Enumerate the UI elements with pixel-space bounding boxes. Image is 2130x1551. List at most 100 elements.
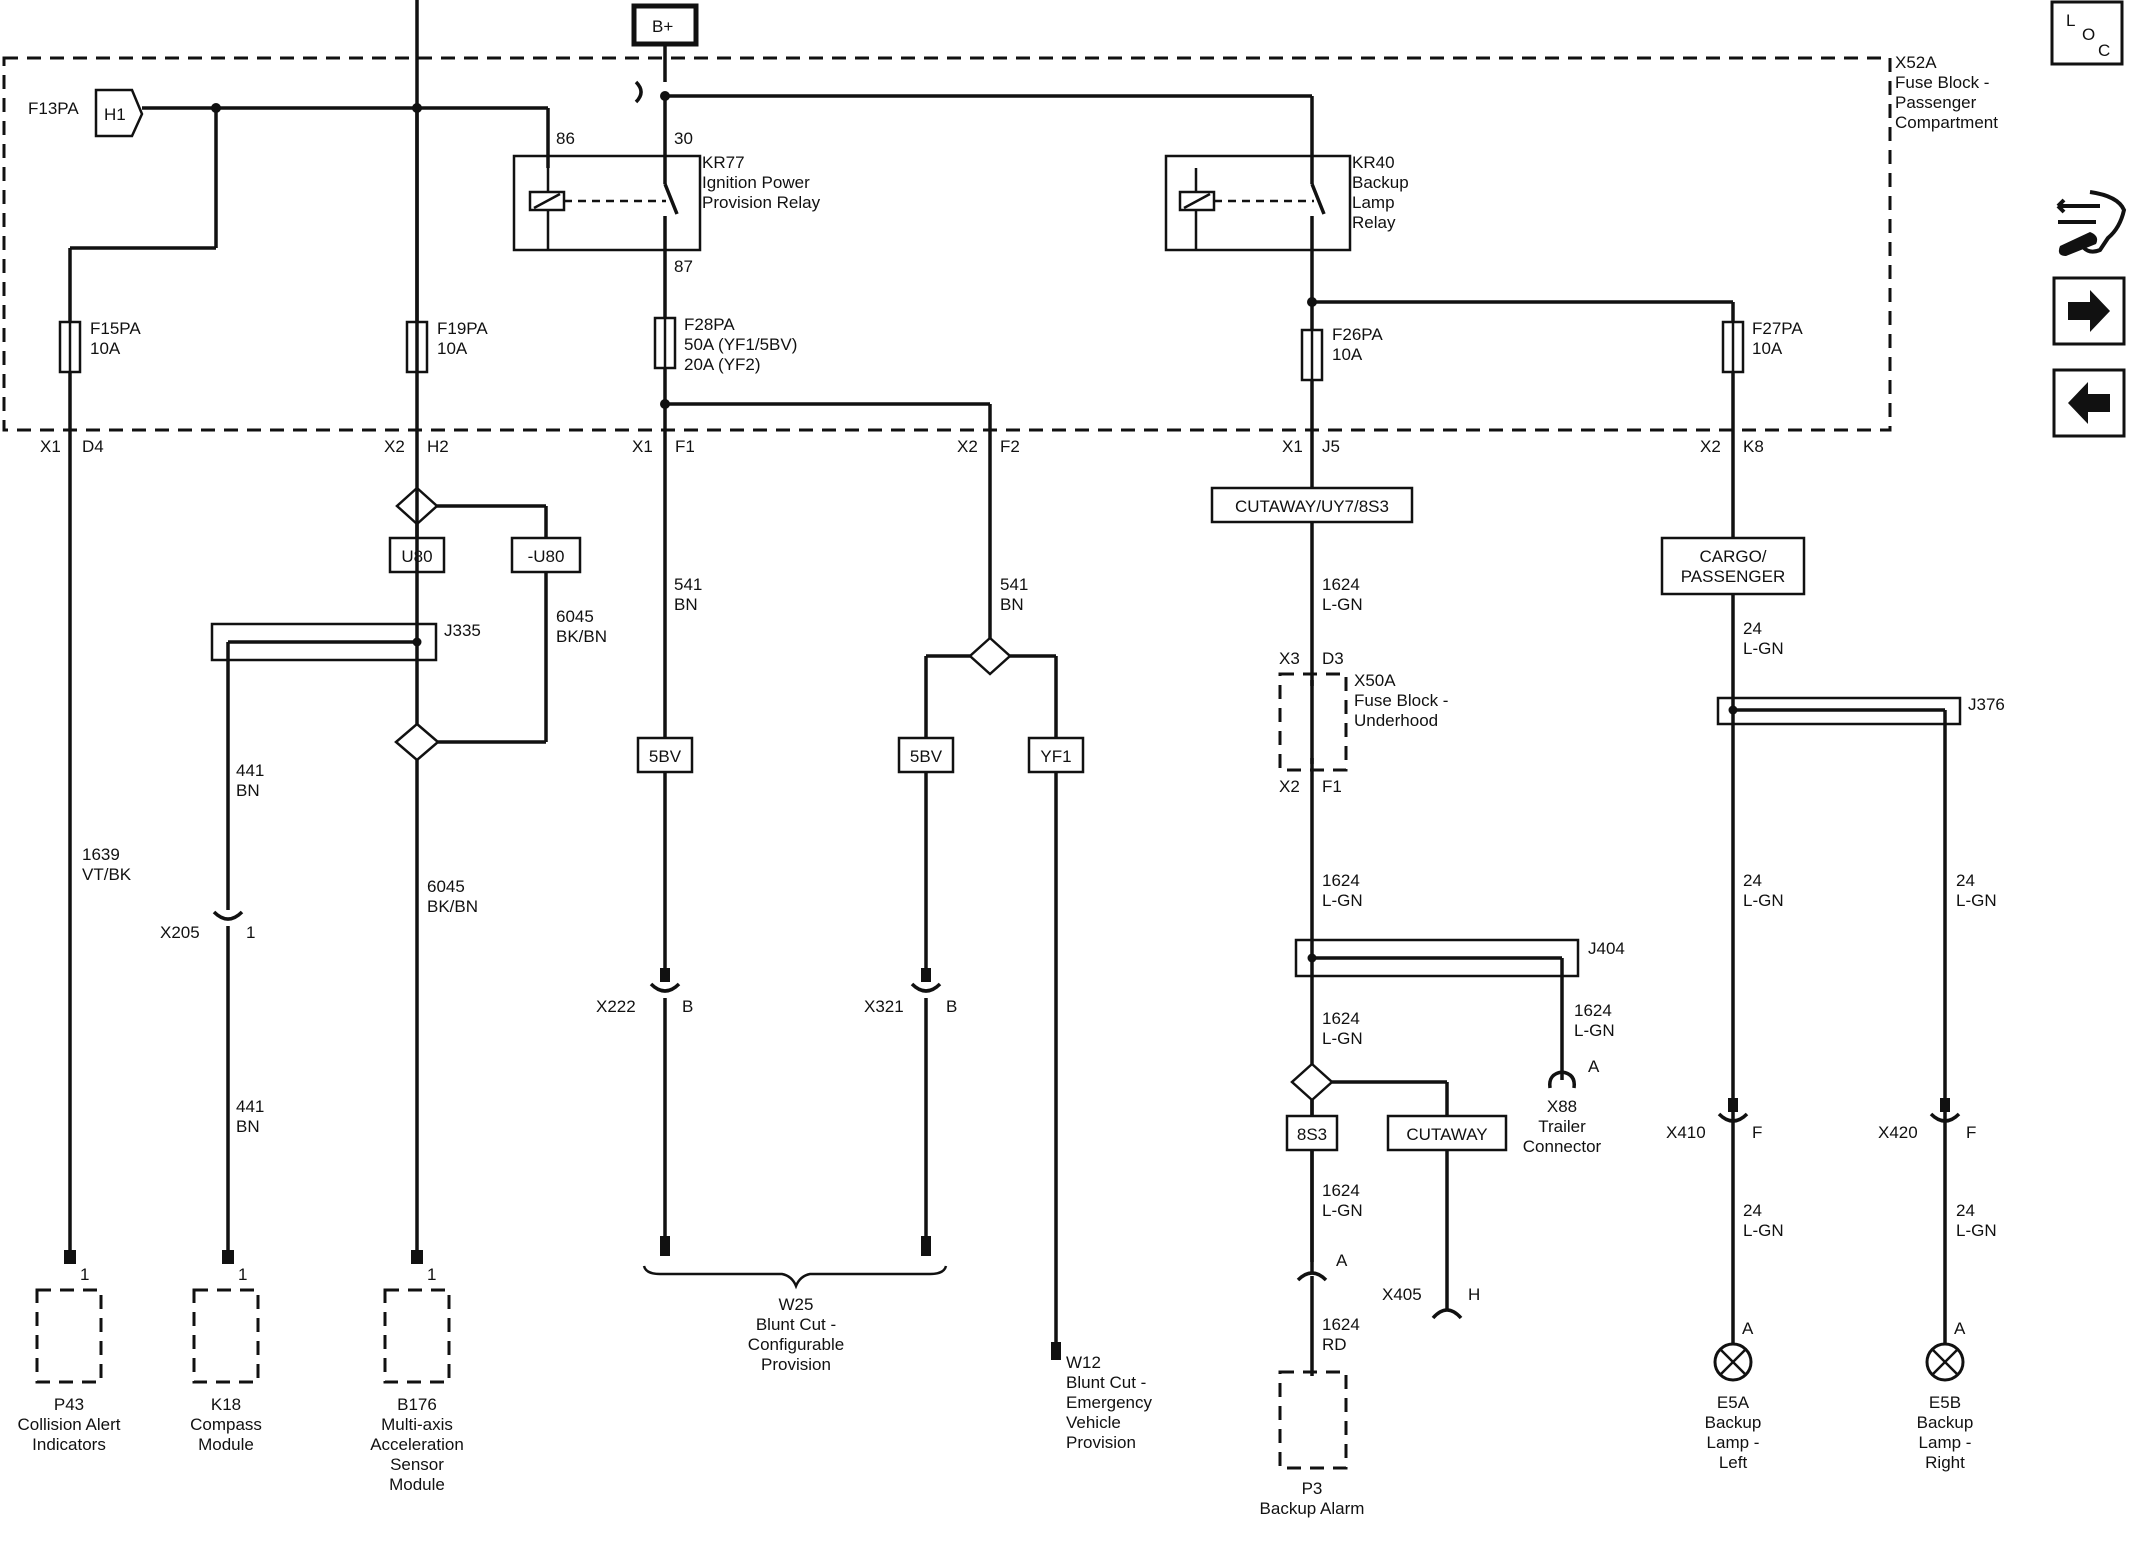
join-diamond-6045: [394, 722, 440, 762]
previous-page-button[interactable]: [2052, 368, 2126, 438]
svg-text:24: 24: [1956, 871, 1975, 890]
svg-text:X405: X405: [1382, 1285, 1422, 1304]
svg-text:BN: BN: [236, 781, 260, 800]
svg-text:X2: X2: [1279, 777, 1300, 796]
p43-id: P43: [54, 1395, 84, 1414]
svg-text:Vehicle: Vehicle: [1066, 1413, 1121, 1432]
svg-text:CUTAWAY/UY7/8S3: CUTAWAY/UY7/8S3: [1235, 497, 1389, 516]
svg-text:24: 24: [1743, 1201, 1762, 1220]
p43-component: [35, 1288, 103, 1384]
svg-text:BK/BN: BK/BN: [427, 897, 478, 916]
svg-text:B: B: [946, 997, 957, 1016]
svg-text:Fuse Block -: Fuse Block -: [1354, 691, 1448, 710]
svg-text:BN: BN: [674, 595, 698, 614]
svg-text:30: 30: [674, 129, 693, 148]
kr77-relay-box: [512, 154, 702, 252]
svg-text:-U80: -U80: [528, 547, 565, 566]
svg-text:CUTAWAY: CUTAWAY: [1406, 1125, 1487, 1144]
svg-text:441: 441: [236, 1097, 264, 1116]
svg-text:L-GN: L-GN: [1956, 1221, 1997, 1240]
svg-text:L-GN: L-GN: [1956, 891, 1997, 910]
svg-text:D4: D4: [82, 437, 104, 456]
svg-text:J376: J376: [1968, 695, 2005, 714]
svg-text:L-GN: L-GN: [1743, 639, 1784, 658]
p3-backup-alarm: [1278, 1370, 1348, 1470]
svg-text:RD: RD: [1322, 1335, 1347, 1354]
svg-text:X205: X205: [160, 923, 200, 942]
svg-text:Indicators: Indicators: [32, 1435, 106, 1454]
splice-j335: [210, 622, 438, 662]
svg-text:F2: F2: [1000, 437, 1020, 456]
option-8s3: [1285, 1114, 1339, 1152]
w12-id: W12: [1066, 1353, 1101, 1372]
svg-text:Multi-axis: Multi-axis: [381, 1415, 453, 1434]
svg-text:1624: 1624: [1322, 575, 1360, 594]
svg-text:1: 1: [427, 1265, 436, 1284]
service-tools-icon[interactable]: [2056, 190, 2127, 256]
svg-text:1624: 1624: [1322, 871, 1360, 890]
svg-text:Lamp -: Lamp -: [1919, 1433, 1972, 1452]
svg-text:F15PA: F15PA: [90, 319, 141, 338]
svg-text:A: A: [1742, 1319, 1754, 1338]
option-not-u80: [510, 536, 582, 574]
svg-text:Backup Alarm: Backup Alarm: [1260, 1499, 1365, 1518]
wire-crossover: [634, 80, 643, 104]
svg-text:VT/BK: VT/BK: [82, 865, 132, 884]
svg-text:1: 1: [246, 923, 255, 942]
svg-text:YF1: YF1: [1040, 747, 1071, 766]
svg-text:H1: H1: [104, 105, 126, 124]
svg-text:X420: X420: [1878, 1123, 1918, 1142]
svg-text:1: 1: [238, 1265, 247, 1284]
svg-text:8S3: 8S3: [1297, 1125, 1327, 1144]
svg-text:X2: X2: [384, 437, 405, 456]
arrow-right-icon: [2068, 290, 2110, 332]
svg-text:BK/BN: BK/BN: [556, 627, 607, 646]
svg-text:5BV: 5BV: [649, 747, 682, 766]
svg-text:Blunt Cut -: Blunt Cut -: [756, 1315, 836, 1334]
svg-text:Emergency: Emergency: [1066, 1393, 1152, 1412]
kr40-relay-box: [1164, 154, 1352, 252]
svg-text:CARGO/: CARGO/: [1699, 547, 1766, 566]
connector-x405: [1431, 1308, 1463, 1320]
svg-text:F26PA: F26PA: [1332, 325, 1383, 344]
svg-text:24: 24: [1743, 871, 1762, 890]
connector-x410: [1717, 1112, 1749, 1123]
svg-text:Provision: Provision: [761, 1355, 831, 1374]
svg-text:H2: H2: [427, 437, 449, 456]
x50a-id: X50A: [1354, 671, 1396, 690]
svg-text:Backup: Backup: [1352, 173, 1409, 192]
svg-text:X2: X2: [957, 437, 978, 456]
f13-connector: [94, 88, 144, 138]
option-yf1: [1027, 736, 1085, 774]
svg-text:X410: X410: [1666, 1123, 1706, 1142]
svg-text:BN: BN: [236, 1117, 260, 1136]
svg-text:F: F: [1752, 1123, 1762, 1142]
bplus-label: B+: [652, 17, 673, 36]
e5b-id: E5B: [1929, 1393, 1961, 1412]
f13-label: F13PA: [28, 99, 79, 118]
svg-text:Lamp: Lamp: [1352, 193, 1395, 212]
loc-button[interactable]: L O C: [2050, 0, 2124, 66]
option-cutaway: [1386, 1114, 1508, 1152]
option-5bv-a: [636, 736, 694, 774]
svg-text:10A: 10A: [1752, 339, 1783, 358]
svg-text:1624: 1624: [1574, 1001, 1612, 1020]
svg-text:Right: Right: [1925, 1453, 1965, 1472]
svg-text:Backup: Backup: [1917, 1413, 1974, 1432]
splice-j376: [1716, 696, 1962, 726]
kr40-switch: [1310, 183, 1326, 215]
svg-text:20A (YF2): 20A (YF2): [684, 355, 761, 374]
arrow-left-icon: [2068, 382, 2110, 424]
svg-text:L-GN: L-GN: [1322, 595, 1363, 614]
svg-text:X2: X2: [1700, 437, 1721, 456]
svg-text:Connector: Connector: [1523, 1137, 1602, 1156]
svg-text:F1: F1: [1322, 777, 1342, 796]
option-cutaway-uy7-8s3: [1210, 486, 1414, 524]
b176-component: [383, 1288, 451, 1384]
svg-text:541: 541: [674, 575, 702, 594]
next-page-button[interactable]: [2052, 276, 2126, 346]
svg-text:Ignition Power: Ignition Power: [702, 173, 810, 192]
b176-id: B176: [397, 1395, 437, 1414]
svg-text:24: 24: [1743, 619, 1762, 638]
